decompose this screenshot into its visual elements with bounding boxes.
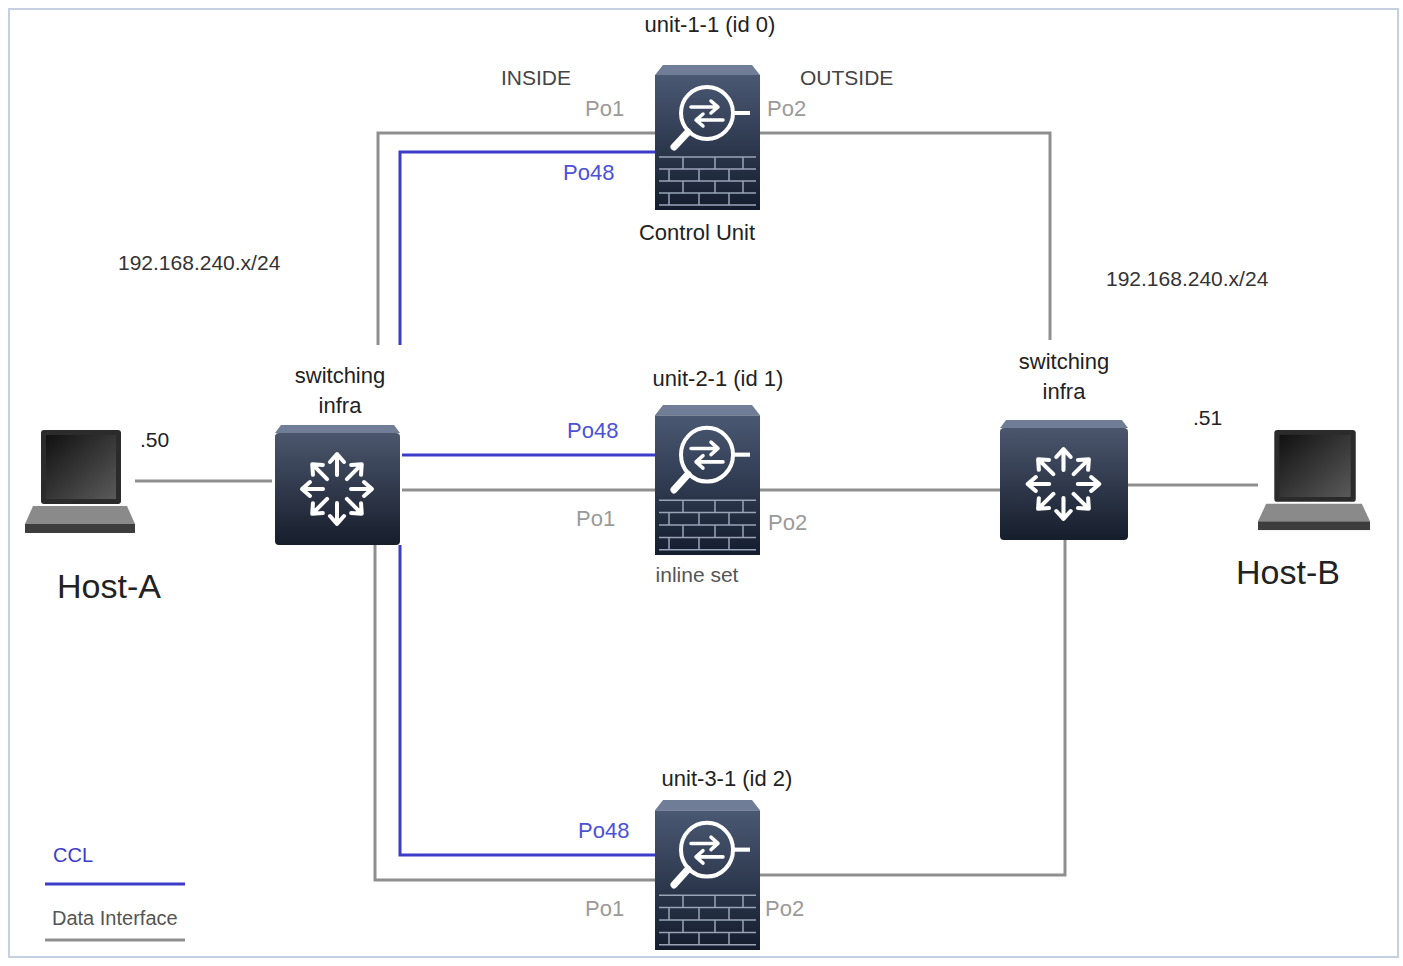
host-node: Host-A — [25, 428, 135, 535]
switch-label: switching infra — [999, 347, 1129, 406]
port-label: Po48 — [578, 818, 629, 844]
data-link — [760, 489, 1000, 492]
host-node: Host-B — [1258, 428, 1370, 532]
firewall-icon — [655, 405, 760, 555]
unit-role: inline set — [656, 562, 739, 587]
subnet-label: 192.168.240.x/24 — [118, 250, 280, 275]
host-label: Host-B — [1236, 552, 1340, 593]
host-label: Host-A — [57, 566, 161, 607]
unit-title: unit-2-1 (id 1) — [653, 366, 784, 392]
firewall-node: unit-1-1 (id 0)Control Unit — [655, 65, 760, 210]
port-label: Po1 — [585, 896, 624, 922]
laptop-icon — [1258, 430, 1370, 530]
legend-text: Data Interface — [52, 906, 178, 930]
firewall-node: unit-2-1 (id 1)inline set — [655, 405, 760, 555]
firewall-icon — [655, 65, 760, 210]
port-label: Po1 — [576, 506, 615, 532]
laptop-icon — [25, 430, 135, 533]
port-label: Po2 — [767, 96, 806, 122]
firewall-node: unit-3-1 (id 2) — [655, 800, 760, 950]
data-link — [135, 480, 272, 483]
switch-label: switching infra — [275, 361, 405, 420]
legend-sample-line — [45, 883, 185, 886]
ip-label: .50 — [140, 427, 169, 452]
data-link — [1128, 484, 1258, 487]
data-link — [375, 545, 655, 880]
unit-title: unit-3-1 (id 2) — [662, 766, 793, 792]
zone-label: OUTSIDE — [800, 65, 893, 90]
port-label: Po48 — [563, 160, 614, 186]
subnet-label: 192.168.240.x/24 — [1106, 266, 1268, 291]
port-label: Po1 — [585, 96, 624, 122]
ip-label: .51 — [1193, 405, 1222, 430]
port-label: Po48 — [567, 418, 618, 444]
switch-node: switching infra — [272, 345, 402, 545]
switch-node: switching infra — [1000, 340, 1128, 540]
switch-icon — [275, 425, 400, 545]
unit-title: unit-1-1 (id 0) — [645, 12, 776, 38]
ccl-link — [400, 152, 655, 345]
port-label: Po2 — [768, 510, 807, 536]
port-label: Po2 — [765, 896, 804, 922]
firewall-icon — [655, 800, 760, 950]
legend-text: CCL — [53, 843, 93, 867]
data-link — [402, 489, 655, 492]
frame — [9, 9, 1398, 957]
ccl-link — [402, 454, 655, 457]
data-link — [760, 133, 1050, 340]
data-link — [760, 540, 1065, 875]
zone-label: INSIDE — [501, 65, 571, 90]
unit-role: Control Unit — [639, 220, 755, 246]
switch-icon — [1000, 420, 1128, 540]
ccl-link — [400, 545, 655, 855]
data-link — [378, 133, 655, 345]
legend-sample-line — [45, 939, 185, 942]
